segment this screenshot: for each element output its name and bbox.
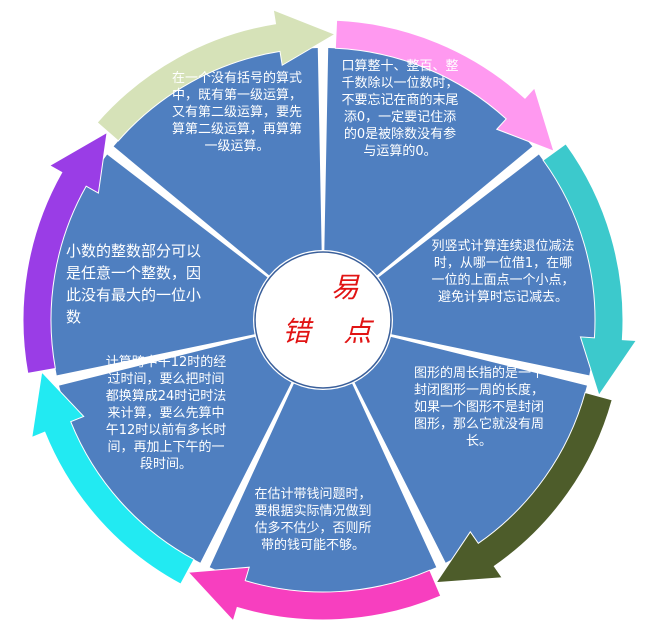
arrow-bottom [187,566,442,622]
arrow-bottom-right [435,391,613,584]
segment-text-top-right: 口算整十、整百、整千数除以一位数时，不要忘记在商的末尾添0，一定要记住添的0是被… [341,59,459,159]
sector-bottom-right [354,336,587,563]
segment-text-left: 小数的整数部分可以是任意一个整数，因此没有最大的一位小数 [66,242,202,326]
arrow-right [542,143,638,397]
arrow-left [22,131,108,375]
sector-bottom-left [59,336,292,563]
center-title-line2: 错 点 [282,315,384,348]
sector-left [50,154,268,376]
segment-text-bottom-right: 图形的周长指的是一个封闭图形一周的长度，如果一个图形不是封闭图形，那么它就没有周… [413,366,544,449]
segment-text-top-left: 在一个没有括号的算式中，既有第一级运算，又有第二级运算，要先算第二级运算，再算第… [172,71,303,154]
sector-top-right [324,48,533,276]
sector-right [378,154,595,376]
arrow-bottom-left [31,370,195,585]
center-title: 易 错 点 [268,262,398,362]
center-circle [254,251,392,389]
segment-text-right: 列竖式计算连续退位减法时，从哪一位借1，在哪一位的上面点一个小点，避免计算时忘记… [431,239,575,305]
sector-bottom [209,383,437,592]
sector-top-left [113,48,322,276]
arrow-top-left [96,9,337,142]
arrow-top-right [334,19,555,153]
segment-text-bottom: 在估计带钱问题时，要根据实际情况做到估多不估少，否则所带的钱可能不够。 [254,487,372,553]
center-title-line1: 易 [330,271,359,304]
segment-text-bottom-left: 计算跨中午12时的经过时间，要么把时间都换算成24时记时法来计算，要么先算中午1… [105,355,227,472]
